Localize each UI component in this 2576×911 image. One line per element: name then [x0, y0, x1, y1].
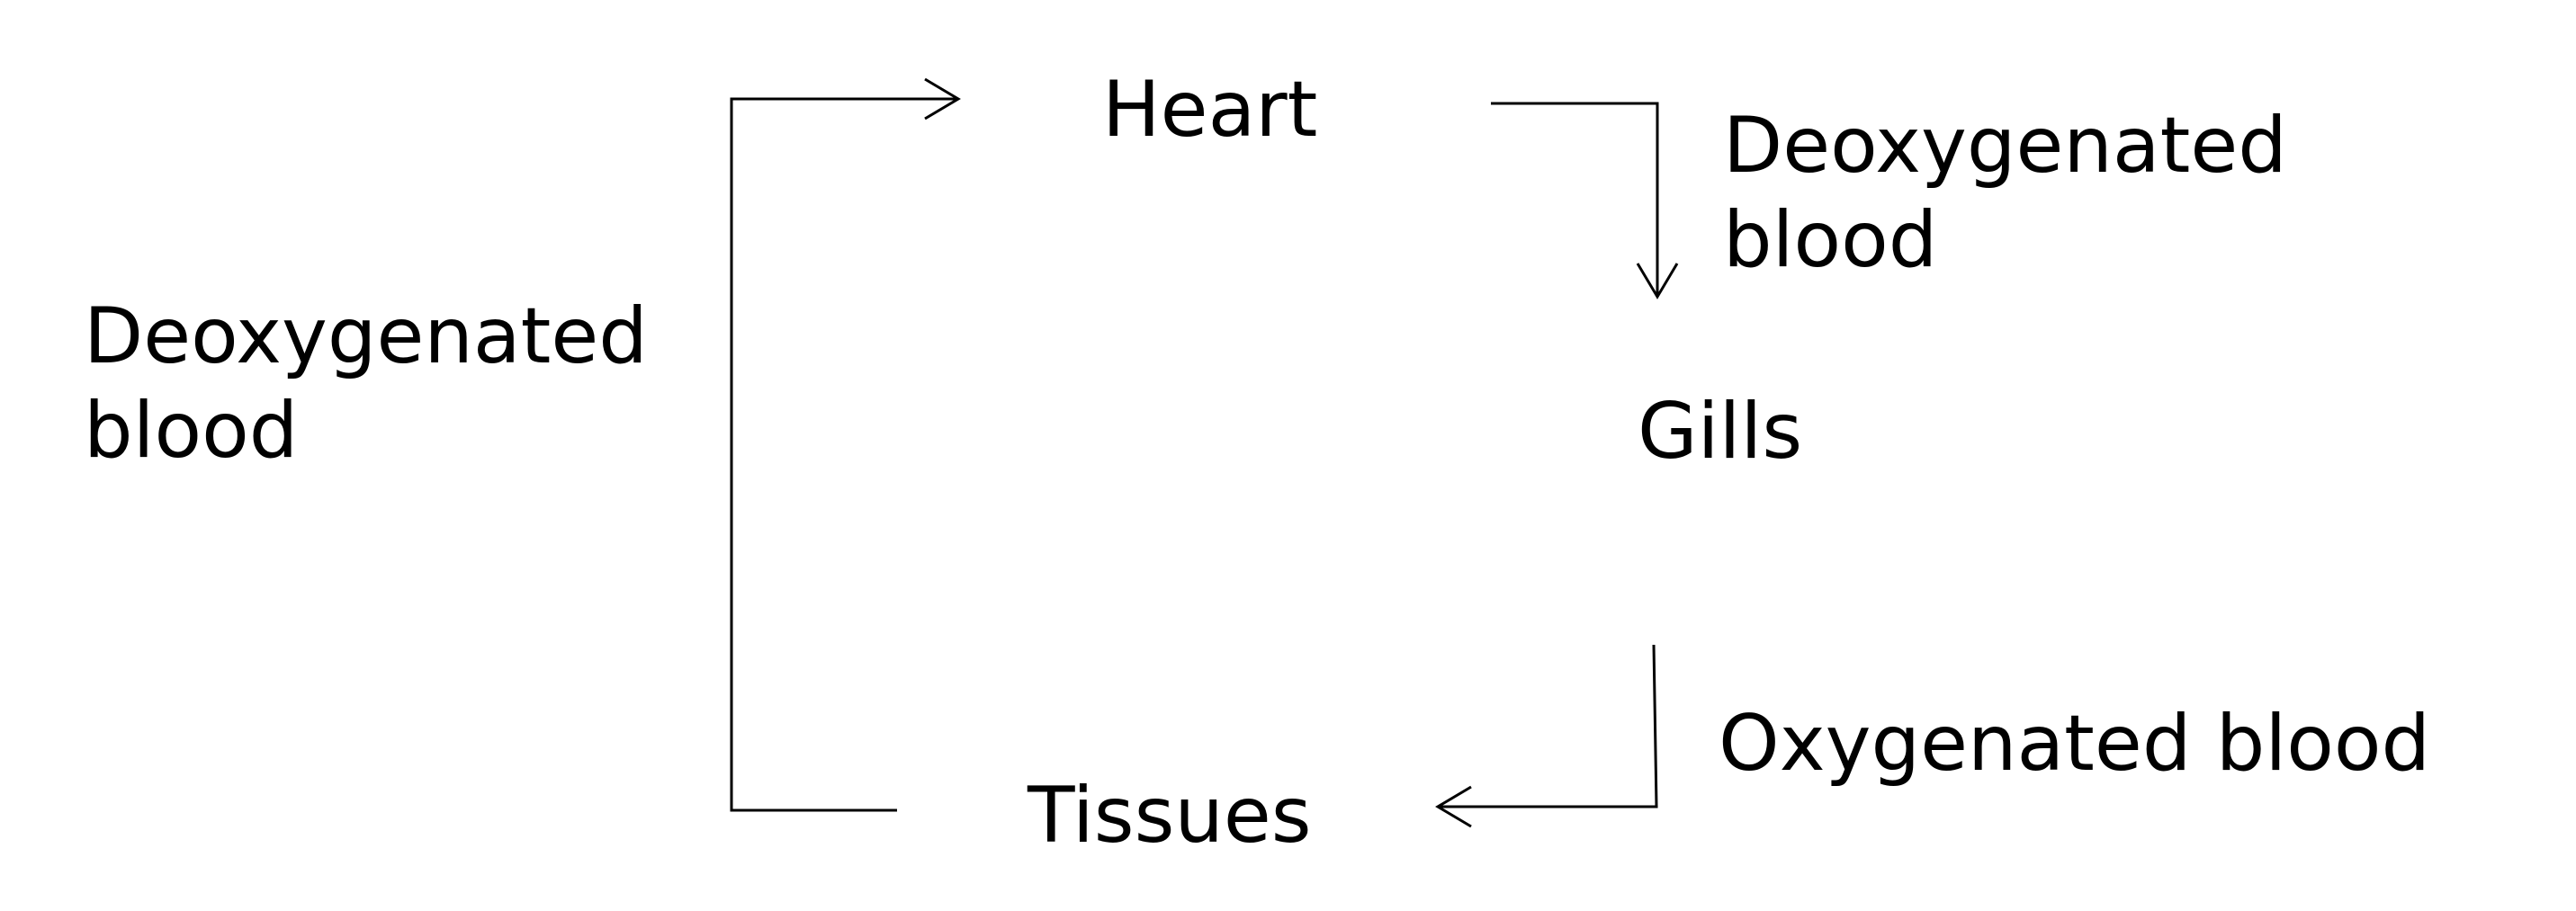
gills-to-tissues-connector: [1438, 644, 1658, 808]
tissues-arrowhead-icon: [1435, 785, 1472, 828]
heart-to-gills-connector: [1491, 102, 1659, 297]
tissues-to-heart-label-line1: Deoxygenated: [84, 291, 648, 381]
heart-to-gills-label-line2: blood: [1723, 194, 1938, 285]
gills-node: Gills: [1638, 387, 1803, 477]
tissues-to-heart-label: Deoxygenated blood: [84, 290, 648, 478]
tissues-to-heart-connector: [730, 97, 958, 812]
tissues-to-heart-label-line2: blood: [84, 385, 299, 476]
heart-node: Heart: [1102, 65, 1318, 155]
tissues-node: Tissues: [1028, 771, 1312, 861]
heart-arrowhead-icon: [924, 77, 961, 121]
gills-arrowhead-icon: [1636, 263, 1679, 299]
heart-to-gills-label-line1: Deoxygenated: [1723, 101, 2287, 191]
heart-to-gills-label: Deoxygenated blood: [1723, 99, 2287, 288]
gills-to-tissues-label: Oxygenated blood: [1719, 699, 2431, 789]
